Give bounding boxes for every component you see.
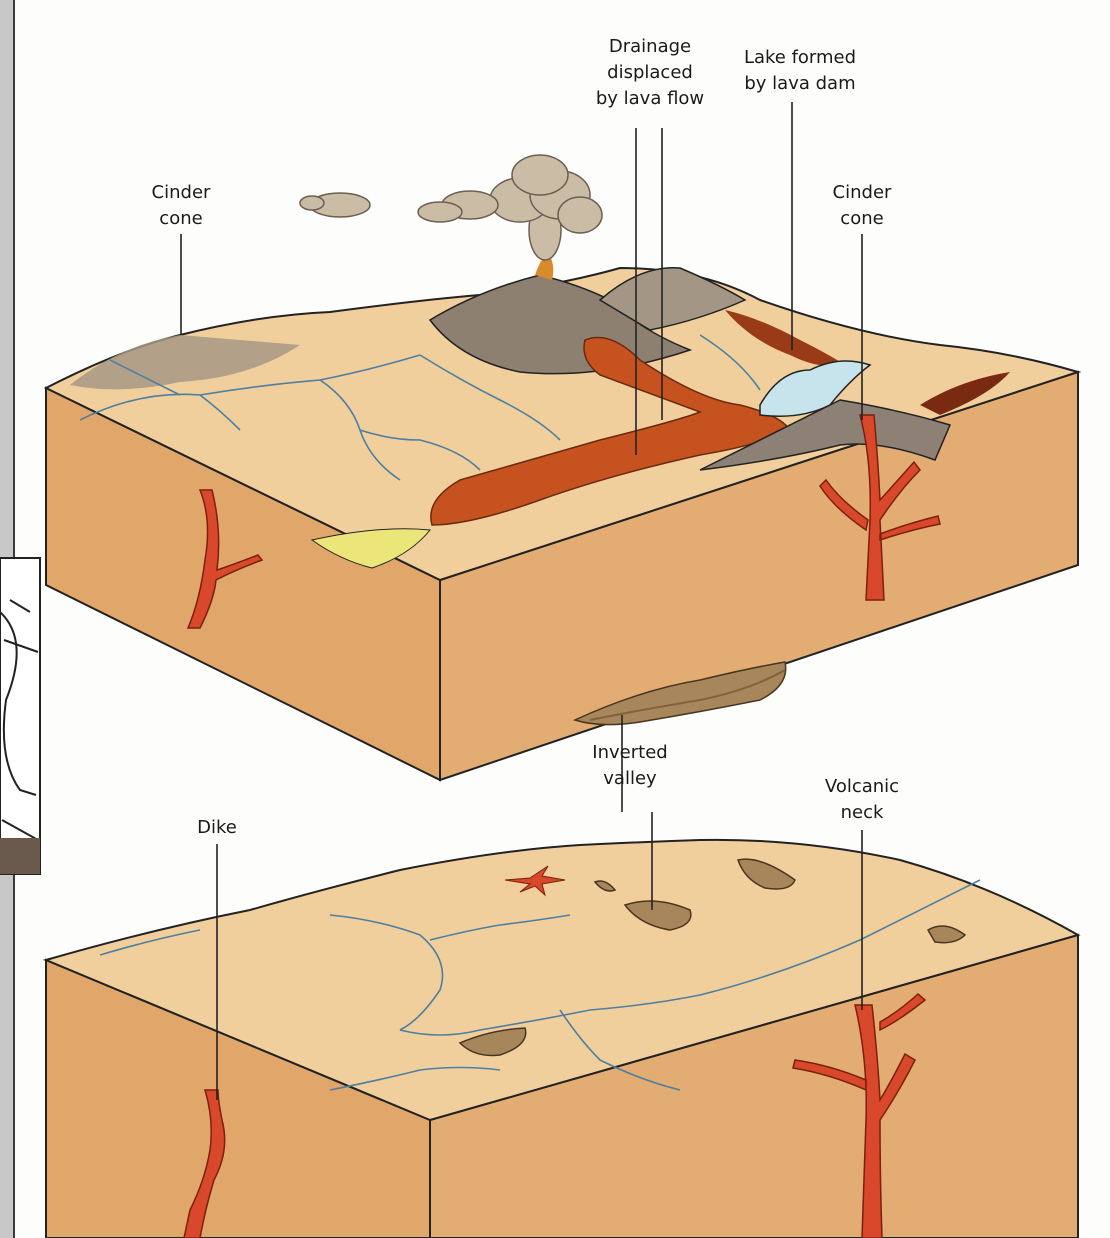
label-cinder-cone-right: Cinder cone	[812, 180, 912, 232]
label-neck-line-1: Volcanic	[807, 774, 917, 800]
label-lake-line-2: by lava dam	[730, 71, 870, 97]
label-drainage-line-3: by lava flow	[580, 86, 720, 112]
inset-figure	[0, 558, 40, 874]
label-dike-line-1: Dike	[177, 815, 257, 841]
label-inverted-valley: Inverted valley	[570, 740, 690, 792]
label-cinder-left-line-2: cone	[131, 206, 231, 232]
label-cinder-right-line-2: cone	[812, 206, 912, 232]
eruption-plume	[300, 155, 602, 260]
label-neck-line-2: neck	[807, 800, 917, 826]
label-lake-line-1: Lake formed	[730, 45, 870, 71]
label-cinder-right-line-1: Cinder	[812, 180, 912, 206]
label-valley-line-2: valley	[570, 766, 690, 792]
label-valley-line-1: Inverted	[570, 740, 690, 766]
label-lake: Lake formed by lava dam	[730, 45, 870, 97]
bottom-block	[46, 662, 1078, 1238]
label-dike: Dike	[177, 815, 257, 841]
label-drainage-line-1: Drainage	[580, 34, 720, 60]
top-block	[46, 155, 1078, 780]
label-cinder-left-line-1: Cinder	[131, 180, 231, 206]
label-cinder-cone-left: Cinder cone	[131, 180, 231, 232]
label-drainage: Drainage displaced by lava flow	[580, 34, 720, 112]
label-volcanic-neck: Volcanic neck	[807, 774, 917, 826]
label-drainage-line-2: displaced	[580, 60, 720, 86]
